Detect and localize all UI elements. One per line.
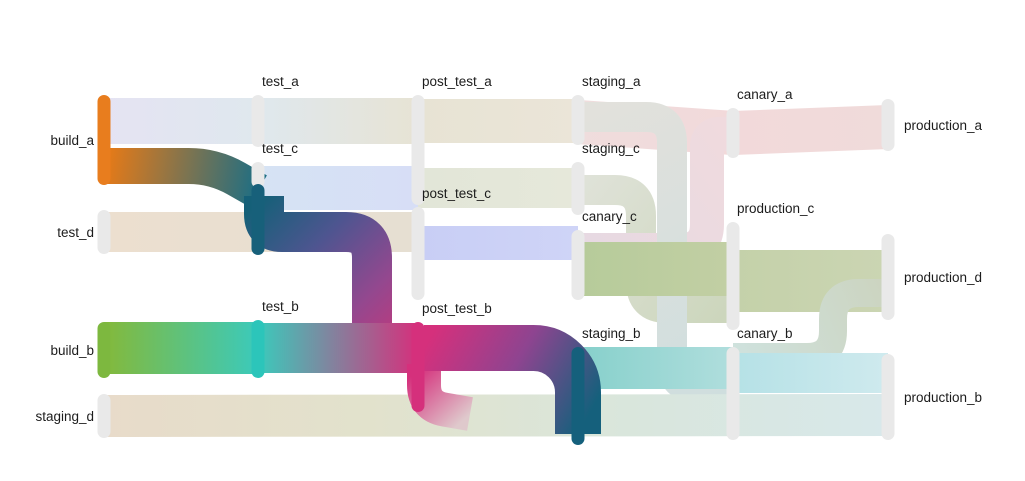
node-label-production_b: production_b	[904, 390, 982, 405]
node-label-test_d: test_d	[57, 225, 94, 240]
node-label-test_c: test_c	[262, 141, 298, 156]
node-pill-staging_a[interactable]	[571, 95, 585, 145]
node-label-canary_b: canary_b	[737, 326, 793, 341]
node-pill-build_b[interactable]	[97, 322, 111, 378]
node-pill-post_test_b[interactable]	[411, 322, 425, 412]
node-label-post_test_c: post_test_c	[422, 186, 491, 201]
flow-build_a-test_c[interactable]	[104, 148, 267, 207]
node-label-production_c: production_c	[737, 201, 815, 216]
node-pill-canary_a[interactable]	[726, 108, 740, 158]
node-label-build_b: build_b	[50, 343, 94, 358]
node-pill-staging_c[interactable]	[571, 162, 585, 215]
node-pill-canary_c[interactable]	[571, 230, 585, 300]
node-label-canary_a: canary_a	[737, 87, 793, 102]
node-pill-production_a[interactable]	[881, 99, 895, 151]
node-label-post_test_b: post_test_b	[422, 301, 492, 316]
node-pill-post_test_c[interactable]	[411, 207, 425, 300]
node-pill-staging_b[interactable]	[571, 347, 585, 445]
node-pill-production_d[interactable]	[881, 234, 895, 320]
node-label-production_d: production_d	[904, 270, 982, 285]
node-pill-staging_d[interactable]	[97, 394, 111, 438]
node-pill-test_c-1[interactable]	[251, 184, 265, 255]
node-label-staging_d: staging_d	[35, 409, 94, 424]
node-label-staging_c: staging_c	[582, 141, 640, 156]
node-label-staging_b: staging_b	[582, 326, 641, 341]
flow-post_test_b-staging_b[interactable]	[407, 364, 473, 431]
node-pill-test_b[interactable]	[251, 320, 265, 378]
node-pill-test_d[interactable]	[97, 210, 111, 254]
node-label-production_a: production_a	[904, 118, 983, 133]
node-label-build_a: build_a	[50, 133, 94, 148]
node-pill-test_c-0[interactable]	[251, 162, 265, 188]
flow-staging_d-production_b[interactable]	[103, 394, 889, 437]
node-label-test_a: test_a	[262, 74, 299, 89]
node-pill-post_test_a[interactable]	[411, 95, 425, 205]
node-pill-build_a[interactable]	[97, 95, 111, 185]
node-label-staging_a: staging_a	[582, 74, 641, 89]
node-pill-production_b[interactable]	[881, 354, 895, 440]
node-pill-canary_b[interactable]	[726, 347, 740, 440]
node-label-test_b: test_b	[262, 299, 299, 314]
node-label-post_test_a: post_test_a	[422, 74, 492, 89]
flow-canary_a-production_a[interactable]	[732, 105, 889, 155]
node-pill-test_a[interactable]	[251, 95, 265, 147]
node-label-canary_c: canary_c	[582, 209, 637, 224]
node-pill-production_c[interactable]	[726, 222, 740, 330]
